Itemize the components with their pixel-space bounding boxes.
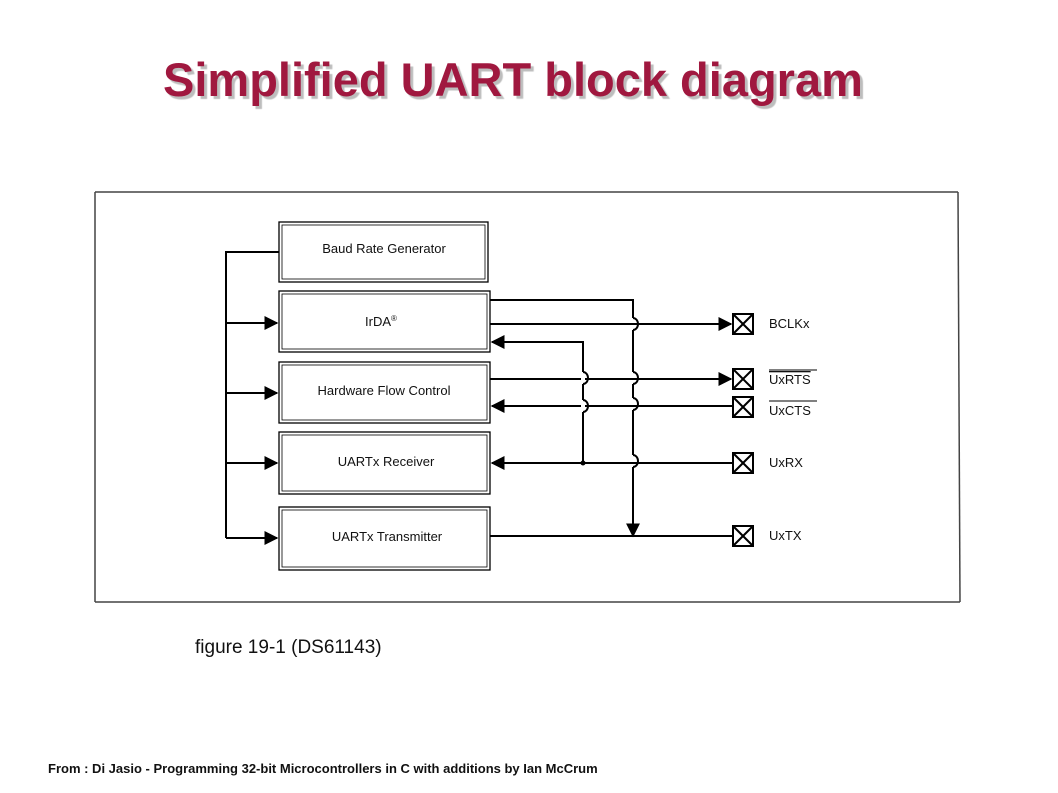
pin-symbols	[732, 313, 754, 547]
block-label-uartx-receiver: UARTx Receiver	[338, 454, 435, 469]
pin-label-uxtx: UxTX	[769, 528, 802, 543]
block-uartx-transmitter: UARTx Transmitter	[278, 506, 491, 571]
pin-label-uxrts: UxRTS	[769, 372, 811, 387]
slide-title: Simplified UART block diagram	[163, 53, 863, 106]
block-label-irda: IrDA	[365, 314, 391, 329]
pin-label-bclkx: BCLKx	[769, 316, 810, 331]
pin-label-uxrx: UxRX	[769, 455, 803, 470]
block-irda: IrDA®	[278, 290, 491, 353]
block-uartx-receiver: UARTx Receiver	[278, 431, 491, 495]
footer-credit: From : Di Jasio - Programming 32-bit Mic…	[48, 761, 598, 776]
pin-bclkx-symbol	[732, 313, 754, 335]
clock-bus	[225, 251, 279, 545]
pin-uxtx-symbol	[732, 525, 754, 547]
block-baud-rate-generator: Baud Rate Generator	[278, 221, 489, 283]
pin-uxcts-symbol	[732, 396, 754, 418]
signal-lines	[490, 299, 733, 538]
irda-registered-mark: ®	[391, 314, 397, 323]
block-label-hardware-flow-control: Hardware Flow Control	[318, 383, 451, 398]
junction-dot	[580, 460, 586, 466]
figure-caption: figure 19-1 (DS61143)	[195, 637, 382, 658]
svg-text:IrDA®: IrDA®	[365, 314, 397, 329]
block-hardware-flow-control: Hardware Flow Control	[278, 361, 491, 424]
pin-uxrts-symbol	[732, 368, 754, 390]
pin-uxrx-symbol	[732, 452, 754, 474]
crossover-arcs	[582, 371, 589, 413]
block-label-uartx-transmitter: UARTx Transmitter	[332, 529, 443, 544]
pin-label-uxcts: UxCTS	[769, 403, 811, 418]
block-label-baud-rate-generator: Baud Rate Generator	[322, 241, 446, 256]
diagram-frame	[94, 191, 961, 603]
